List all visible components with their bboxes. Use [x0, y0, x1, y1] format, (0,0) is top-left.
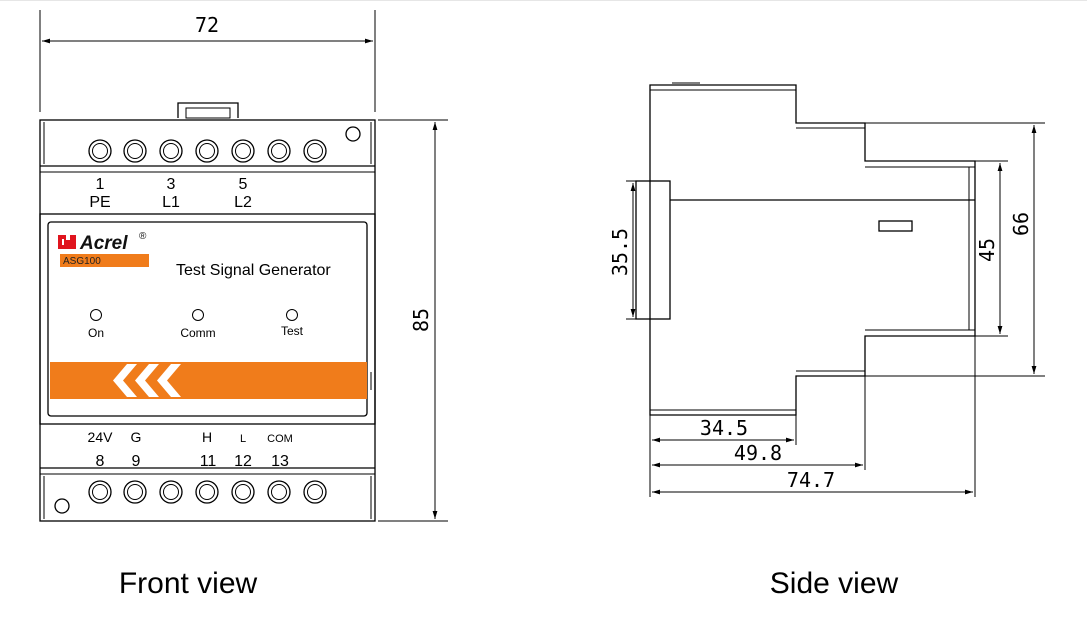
top-terminal-labels: 1 PE 3 L1 5 L2: [89, 176, 252, 211]
product-name: Test Signal Generator: [176, 262, 331, 279]
chevron-arrows-icon: [113, 364, 181, 397]
top-border: [0, 0, 1087, 1]
terminal-3-name: L1: [162, 194, 180, 211]
svg-text:®: ®: [139, 231, 147, 242]
dim-35-5-group: 35.5: [608, 180, 636, 320]
dim-45: 45: [975, 238, 999, 262]
top-terminal-screws: [88, 126, 361, 163]
dim-45-group: 45: [975, 160, 1008, 337]
model-label: ASG100: [63, 256, 101, 267]
dim-85: 85: [409, 308, 433, 332]
orange-stripe: [50, 362, 367, 399]
din-clip-top: [177, 102, 239, 118]
terminal-12-name: L: [240, 433, 246, 445]
dim-49-8: 49.8: [734, 441, 782, 465]
dim-34-5: 34.5: [700, 416, 748, 440]
terminal-12-number: 12: [234, 453, 252, 470]
front-panel-inner: [47, 221, 368, 417]
svg-text:Acrel: Acrel: [79, 233, 128, 254]
dim-35-5: 35.5: [608, 228, 632, 276]
dim-72: 72: [195, 13, 219, 37]
terminal-1-number: 1: [96, 176, 105, 193]
terminal-8-name: 24V: [88, 429, 114, 445]
terminal-5-number: 5: [239, 176, 248, 193]
dim-74-7: 74.7: [787, 468, 835, 492]
side-view: 35.5 45 66 34.5 49.8 74.7: [608, 82, 1045, 600]
led-test-label: Test: [281, 324, 304, 338]
terminal-1-name: PE: [89, 194, 110, 211]
dim-66: 66: [1009, 212, 1033, 236]
terminal-9-number: 9: [132, 453, 141, 470]
front-height-dimension: 85: [378, 119, 448, 522]
terminal-13-name: COM: [267, 433, 293, 445]
led-on-indicator: [90, 309, 102, 321]
terminal-3-number: 3: [167, 176, 176, 193]
terminal-11-number: 11: [200, 453, 217, 470]
front-width-dimension: 72: [39, 10, 376, 112]
front-view: 72 85: [39, 10, 448, 600]
terminal-9-name: G: [131, 429, 142, 445]
bottom-terminal-labels: 24V 8 G 9 H 11 L 12 COM 13: [88, 429, 293, 470]
acrel-logo: Acrel ®: [58, 231, 147, 254]
side-body-outline: [649, 84, 976, 416]
model-label-bar: [60, 254, 149, 267]
led-test-indicator: [286, 309, 298, 321]
terminal-13-number: 13: [271, 453, 289, 470]
side-view-caption: Side view: [770, 567, 899, 600]
bottom-terminal-screws: [54, 480, 327, 514]
status-leds: On Comm Test: [88, 309, 304, 340]
side-bottom-dimensions: 34.5 49.8 74.7: [649, 336, 976, 497]
led-comm-label: Comm: [180, 326, 215, 340]
dim-66-group: 66: [865, 122, 1045, 377]
terminal-11-name: H: [202, 429, 212, 445]
front-view-caption: Front view: [119, 567, 258, 600]
terminal-5-name: L2: [234, 194, 252, 211]
din-rail-block: [635, 180, 671, 320]
terminal-8-number: 8: [96, 453, 105, 470]
side-slot: [878, 220, 913, 232]
led-on-label: On: [88, 326, 104, 340]
led-comm-indicator: [192, 309, 204, 321]
